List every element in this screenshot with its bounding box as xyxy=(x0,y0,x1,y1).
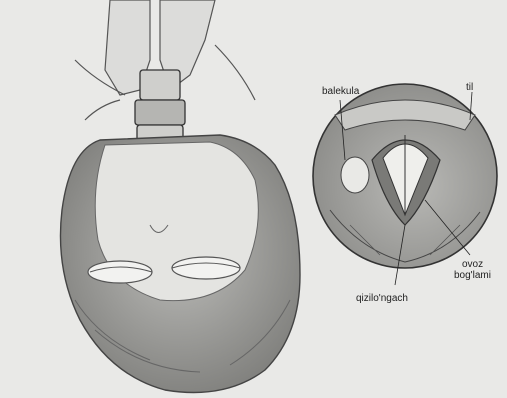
label-ovoz: ovoz xyxy=(462,259,483,270)
label-balekula: balekula xyxy=(322,86,359,97)
label-boglami: bog'lami xyxy=(454,270,491,281)
label-til: til xyxy=(466,82,473,93)
larynx-magnified-view xyxy=(313,84,497,285)
label-qizilongach: qizilo'ngach xyxy=(356,293,408,304)
head-drawing xyxy=(60,135,300,393)
